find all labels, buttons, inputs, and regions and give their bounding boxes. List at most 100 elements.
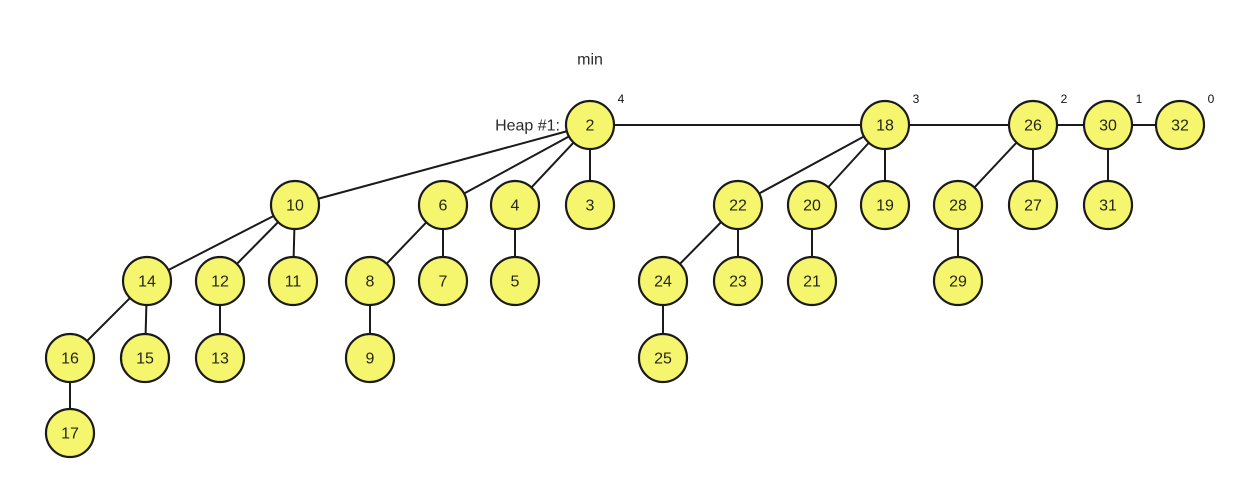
- node-label-32: 32: [1171, 118, 1189, 135]
- heap-node-17[interactable]: 17: [44, 407, 96, 459]
- node-circle-24: [637, 255, 689, 307]
- heap-edge-14-15: [144, 302, 148, 337]
- node-label-15: 15: [136, 351, 154, 368]
- node-circle-14: [121, 255, 173, 307]
- node-circle-23: [712, 255, 764, 307]
- node-label-31: 31: [1099, 198, 1117, 215]
- node-label-14: 14: [138, 274, 156, 291]
- node-label-5: 5: [511, 274, 520, 291]
- heap-node-19[interactable]: 19: [859, 179, 911, 231]
- node-degree-2: 4: [618, 92, 625, 106]
- node-label-28: 28: [949, 198, 967, 215]
- heap-node-27[interactable]: 27: [1007, 179, 1059, 231]
- heap-node-28[interactable]: 28: [932, 179, 984, 231]
- heap-node-2[interactable]: 24: [564, 92, 625, 151]
- edge-layer: [69, 124, 1158, 411]
- node-circle-18: [859, 99, 911, 151]
- node-degree-30: 1: [1136, 92, 1143, 106]
- heap-edge-22-24: [678, 220, 723, 266]
- node-circle-20: [786, 179, 838, 231]
- heap-edge-10-12: [235, 220, 280, 266]
- node-circle-21: [786, 255, 838, 307]
- node-label-3: 3: [586, 198, 595, 215]
- node-label-6: 6: [439, 198, 448, 215]
- heap-edge-10-14: [166, 214, 276, 272]
- node-circle-11: [267, 255, 319, 307]
- heap-edge-18-20: [826, 140, 871, 190]
- heap-node-6[interactable]: 6: [417, 179, 469, 231]
- node-circle-27: [1007, 179, 1059, 231]
- node-label-20: 20: [803, 198, 821, 215]
- node-circle-6: [417, 179, 469, 231]
- heap-edge-2-6: [462, 134, 571, 196]
- node-label-17: 17: [61, 426, 79, 443]
- node-circle-16: [44, 332, 96, 384]
- heap-node-13[interactable]: 13: [194, 332, 246, 384]
- node-label-22: 22: [729, 198, 747, 215]
- heap-edge-10-11: [292, 226, 296, 260]
- node-circle-29: [932, 255, 984, 307]
- node-label-25: 25: [654, 351, 672, 368]
- heap-node-15[interactable]: 15: [119, 332, 171, 384]
- heap-node-23[interactable]: 23: [712, 255, 764, 307]
- node-label-9: 9: [366, 351, 375, 368]
- node-label-27: 27: [1024, 198, 1042, 215]
- heap-node-14[interactable]: 14: [121, 255, 173, 307]
- node-circle-32: [1154, 99, 1206, 151]
- heap-edge-26-28: [972, 140, 1019, 190]
- heap-node-3[interactable]: 3: [564, 179, 616, 231]
- node-label-24: 24: [654, 274, 672, 291]
- node-degree-32: 0: [1208, 92, 1215, 106]
- node-label-4: 4: [511, 198, 520, 215]
- node-circle-22: [712, 179, 764, 231]
- heap-node-25[interactable]: 25: [637, 332, 689, 384]
- node-circle-3: [564, 179, 616, 231]
- node-circle-26: [1007, 99, 1059, 151]
- node-circle-5: [489, 255, 541, 307]
- heap-node-9[interactable]: 9: [344, 332, 396, 384]
- heap-name-label: Heap #1:: [495, 118, 560, 135]
- node-label-29: 29: [949, 274, 967, 291]
- heap-edge-14-16: [85, 296, 132, 343]
- heap-node-8[interactable]: 8: [344, 255, 396, 307]
- node-label-12: 12: [211, 274, 229, 291]
- heap-node-7[interactable]: 7: [417, 255, 469, 307]
- node-circle-19: [859, 179, 911, 231]
- node-degree-18: 3: [913, 92, 920, 106]
- heap-node-10[interactable]: 10: [269, 179, 321, 231]
- heap-edge-6-8: [384, 220, 429, 266]
- heap-node-24[interactable]: 24: [637, 255, 689, 307]
- heap-edge-2-4: [529, 140, 576, 190]
- node-label-21: 21: [803, 274, 821, 291]
- node-label-13: 13: [211, 351, 229, 368]
- heap-node-5[interactable]: 5: [489, 255, 541, 307]
- heap-node-30[interactable]: 301: [1082, 92, 1143, 151]
- heap-node-21[interactable]: 21: [786, 255, 838, 307]
- heap-node-29[interactable]: 29: [932, 255, 984, 307]
- node-circle-8: [344, 255, 396, 307]
- heap-node-32[interactable]: 32 0: [1154, 92, 1215, 151]
- heap-node-31[interactable]: 31: [1082, 179, 1134, 231]
- heap-node-18[interactable]: 183: [859, 92, 920, 151]
- node-label-16: 16: [61, 351, 79, 368]
- node-degree-26: 2: [1061, 92, 1068, 106]
- heap-node-22[interactable]: 22: [712, 179, 764, 231]
- heap-node-26[interactable]: 26 2: [1007, 92, 1068, 151]
- node-label-11: 11: [285, 274, 302, 291]
- heap-node-4[interactable]: 4: [489, 179, 541, 231]
- heap-edge-2-10: [316, 130, 569, 200]
- node-circle-28: [932, 179, 984, 231]
- heap-node-12[interactable]: 12: [194, 255, 246, 307]
- heap-node-20[interactable]: 20: [786, 179, 838, 231]
- heap-node-11[interactable]: 11: [267, 255, 319, 307]
- node-circle-25: [637, 332, 689, 384]
- node-label-10: 10: [286, 198, 304, 215]
- heap-node-16[interactable]: 16: [44, 332, 96, 384]
- node-circle-15: [119, 332, 171, 384]
- node-circle-30: [1082, 99, 1134, 151]
- node-circle-13: [194, 332, 246, 384]
- node-label-8: 8: [366, 274, 375, 291]
- node-label-26: 26: [1024, 118, 1042, 135]
